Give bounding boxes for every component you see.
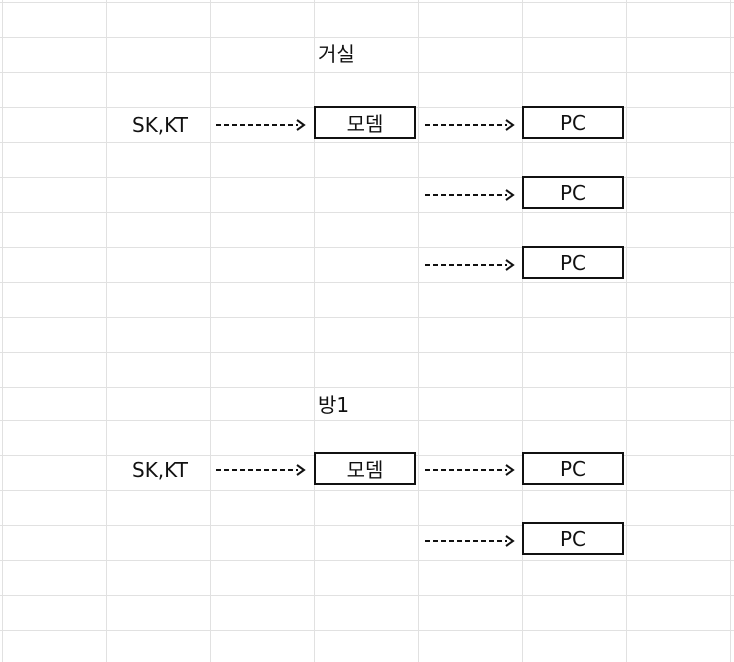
pc-label: PC: [559, 110, 587, 135]
grid-row-line: [0, 525, 734, 526]
dashed-arrow: [216, 119, 306, 131]
grid-column-line: [106, 0, 107, 662]
grid-row-line: [0, 317, 734, 318]
grid-row-line: [0, 560, 734, 561]
pc-box: PC: [522, 176, 624, 209]
grid-row-line: [0, 420, 734, 421]
dashed-arrow: [425, 119, 515, 131]
pc-box: PC: [522, 522, 624, 555]
modem-label: 모뎀: [346, 458, 384, 482]
grid-row-line: [0, 387, 734, 388]
pc-label: PC: [559, 456, 587, 481]
section-title: 거실: [318, 42, 355, 66]
grid-row-line: [0, 282, 734, 283]
grid-row-line: [0, 595, 734, 596]
dashed-arrow: [425, 189, 515, 201]
grid-column-line: [730, 0, 731, 662]
grid-column-line: [626, 0, 627, 662]
grid-row-line: [0, 490, 734, 491]
dashed-arrow: [216, 464, 306, 476]
grid-row-line: [0, 142, 734, 143]
modem-box: 모뎀: [314, 452, 416, 485]
grid-column-line: [2, 0, 3, 662]
pc-box: PC: [522, 452, 624, 485]
grid-column-line: [418, 0, 419, 662]
grid-column-line: [210, 0, 211, 662]
grid-row-line: [0, 72, 734, 73]
dashed-arrow: [425, 464, 515, 476]
modem-label: 모뎀: [346, 112, 384, 136]
source-label: SK,KT: [132, 113, 188, 137]
grid-row-line: [0, 352, 734, 353]
pc-box: PC: [522, 106, 624, 139]
grid-row-line: [0, 630, 734, 631]
section-title: 방1: [318, 393, 350, 417]
grid-column-line: [314, 0, 315, 662]
pc-box: PC: [522, 246, 624, 279]
pc-label: PC: [559, 180, 587, 205]
dashed-arrow: [425, 535, 515, 547]
grid-row-line: [0, 37, 734, 38]
pc-label: PC: [559, 250, 587, 275]
grid-row-line: [0, 2, 734, 3]
pc-label: PC: [559, 526, 587, 551]
grid-row-line: [0, 177, 734, 178]
dashed-arrow: [425, 259, 515, 271]
grid-row-line: [0, 247, 734, 248]
source-label: SK,KT: [132, 458, 188, 482]
modem-box: 모뎀: [314, 106, 416, 139]
grid-column-line: [522, 0, 523, 662]
grid-row-line: [0, 212, 734, 213]
